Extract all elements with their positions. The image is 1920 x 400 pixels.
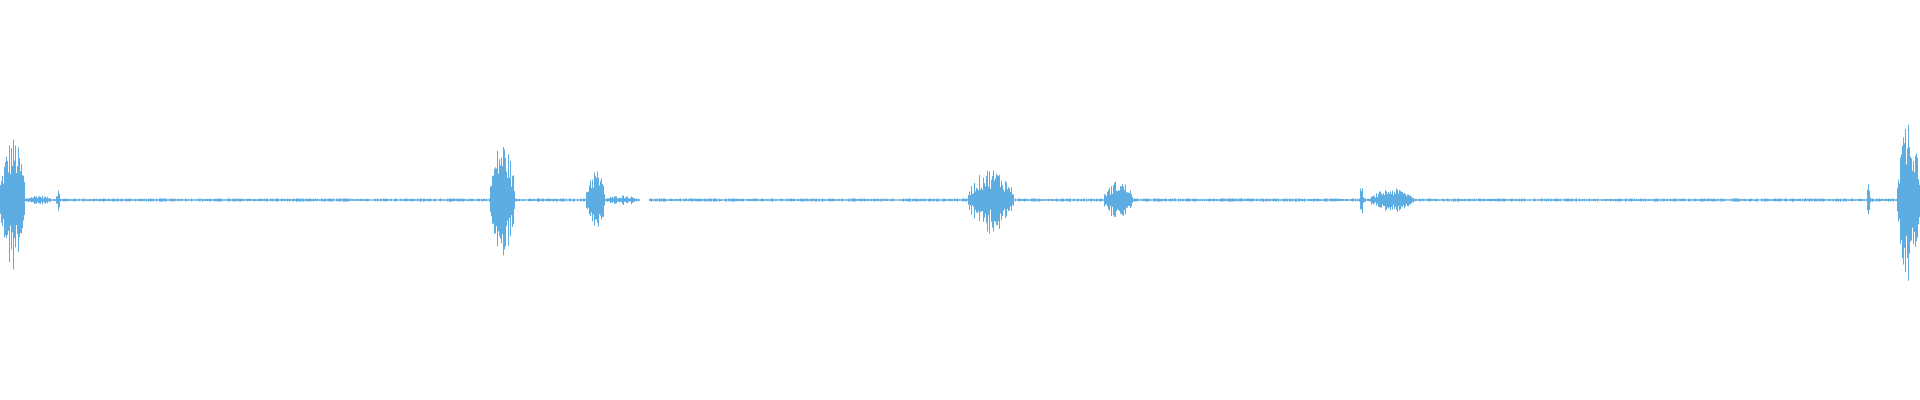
waveform-bars <box>0 124 1920 281</box>
waveform-gap <box>639 198 649 202</box>
waveform-path <box>0 124 1920 281</box>
